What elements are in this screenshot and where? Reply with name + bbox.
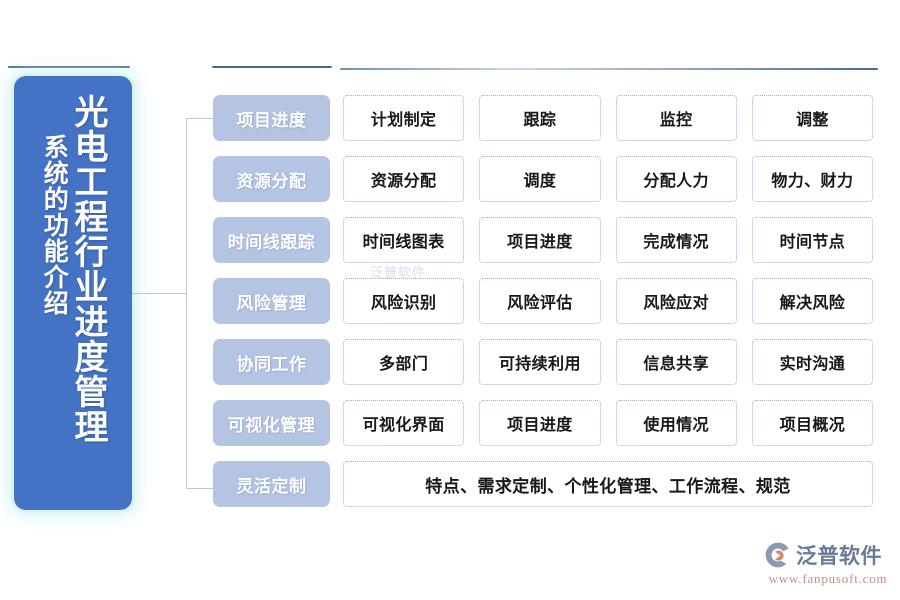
connector-trunk	[186, 118, 187, 489]
feature-cell[interactable]: 物力、财力	[751, 156, 873, 202]
feature-cell[interactable]: 调整	[751, 95, 873, 141]
title-inner: 光电工程行业进度管理 系统的功能介绍	[14, 76, 132, 510]
feature-cells: 风险识别风险评估风险应对解决风险	[343, 278, 873, 324]
feature-cell[interactable]: 特点、需求定制、个性化管理、工作流程、规范	[343, 461, 873, 507]
category-box[interactable]: 可视化管理	[213, 400, 330, 446]
feature-row: 风险管理风险识别风险评估风险应对解决风险	[0, 278, 900, 324]
feature-cell[interactable]: 完成情况	[615, 217, 737, 263]
watermark-url: www.fanpusoft.com	[768, 571, 888, 586]
connector-branch-bottom	[186, 488, 214, 489]
connector-branch-top	[186, 118, 214, 119]
feature-cell[interactable]: 信息共享	[615, 339, 737, 385]
category-box[interactable]: 时间线跟踪	[213, 217, 330, 263]
feature-cell[interactable]: 实时沟通	[751, 339, 873, 385]
top-rule-right	[340, 68, 878, 70]
feature-cell[interactable]: 风险识别	[343, 278, 465, 324]
feature-row: 可视化管理可视化界面项目进度使用情况项目概况	[0, 400, 900, 446]
feature-cell[interactable]: 时间线图表	[343, 217, 465, 263]
feature-row: 协同工作多部门可持续利用信息共享实时沟通	[0, 339, 900, 385]
feature-cell[interactable]: 资源分配	[343, 156, 465, 202]
top-rule-middle	[212, 66, 332, 68]
feature-cell[interactable]: 调度	[479, 156, 601, 202]
feature-cell[interactable]: 项目进度	[479, 400, 601, 446]
watermark-logo: 泛普软件 www.fanpusoft.com	[764, 540, 892, 590]
feature-cells: 资源分配调度分配人力物力、财力	[343, 156, 873, 202]
feature-cell[interactable]: 解决风险	[751, 278, 873, 324]
feature-cell[interactable]: 使用情况	[615, 400, 737, 446]
feature-cell[interactable]: 分配人力	[615, 156, 737, 202]
feature-row: 项目进度计划制定跟踪监控调整	[0, 95, 900, 141]
feature-row: 时间线跟踪时间线图表项目进度完成情况时间节点	[0, 217, 900, 263]
category-box[interactable]: 资源分配	[213, 156, 330, 202]
category-box[interactable]: 风险管理	[213, 278, 330, 324]
feature-cell[interactable]: 项目概况	[751, 400, 873, 446]
feature-cell[interactable]: 风险应对	[615, 278, 737, 324]
category-box[interactable]: 项目进度	[213, 95, 330, 141]
feature-cell[interactable]: 监控	[615, 95, 737, 141]
watermark-brand: 泛普软件	[796, 545, 882, 568]
connector-stem	[132, 293, 186, 294]
feature-row: 资源分配资源分配调度分配人力物力、财力	[0, 156, 900, 202]
feature-cells: 多部门可持续利用信息共享实时沟通	[343, 339, 873, 385]
feature-cells: 特点、需求定制、个性化管理、工作流程、规范	[343, 461, 873, 507]
feature-cell[interactable]: 计划制定	[343, 95, 465, 141]
feature-cells: 可视化界面项目进度使用情况项目概况	[343, 400, 873, 446]
page-title: 光电工程行业进度管理	[68, 94, 107, 444]
feature-cell[interactable]: 多部门	[343, 339, 465, 385]
fanpu-logo-icon	[765, 542, 789, 568]
feature-cell[interactable]: 时间节点	[751, 217, 873, 263]
feature-row: 灵活定制特点、需求定制、个性化管理、工作流程、规范	[0, 461, 900, 507]
title-block: 光电工程行业进度管理 系统的功能介绍	[14, 76, 132, 510]
category-box[interactable]: 灵活定制	[213, 461, 330, 507]
feature-cell[interactable]: 可视化界面	[343, 400, 465, 446]
feature-cell[interactable]: 项目进度	[479, 217, 601, 263]
category-box[interactable]: 协同工作	[213, 339, 330, 385]
feature-cells: 计划制定跟踪监控调整	[343, 95, 873, 141]
top-rule-left	[8, 66, 130, 68]
page-subtitle: 系统的功能介绍	[40, 134, 69, 316]
watermark-row: 泛普软件	[764, 540, 892, 570]
feature-cell[interactable]: 风险评估	[479, 278, 601, 324]
feature-cells: 时间线图表项目进度完成情况时间节点	[343, 217, 873, 263]
feature-cell[interactable]: 可持续利用	[479, 339, 601, 385]
feature-cell[interactable]: 跟踪	[479, 95, 601, 141]
